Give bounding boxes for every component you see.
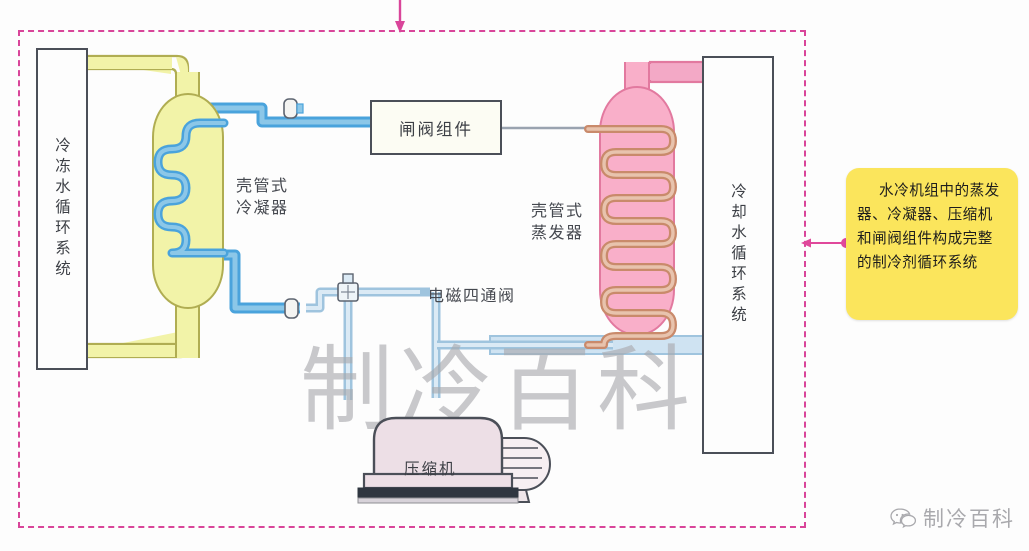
brand-watermark: 制冷百科: [890, 503, 1015, 533]
chilled-water-label: 冷冻水循环系统: [53, 137, 71, 281]
callout-text: 水冷机组中的蒸发器、冷凝器、压缩机和闸阀组件构成完整的制冷剂循环系统: [857, 182, 1000, 271]
wechat-icon: [890, 508, 917, 529]
evaporator-label: 壳管式 蒸发器: [531, 201, 584, 242]
four-way-valve-label: 电磁四通阀: [428, 286, 516, 305]
condenser-label: 壳管式 冷凝器: [236, 176, 289, 217]
refrigerant-cycle-enclosure: [18, 30, 806, 528]
chilled-water-system-box[interactable]: 冷冻水循环系统: [36, 48, 88, 370]
chilled-water-label-wrap: 冷冻水循环系统: [38, 50, 86, 368]
brand-watermark-text: 制冷百科: [923, 507, 1015, 531]
four-way-valve-symbol: [337, 273, 359, 302]
compressor-label: 压缩机: [404, 460, 457, 478]
gate-valve-fitting-upper: [283, 98, 304, 119]
cooling-water-system-box[interactable]: 冷却水循环系统: [702, 56, 774, 454]
gate-valve-fitting-lower: [284, 298, 299, 319]
condenser-coil: [153, 118, 229, 258]
compressor[interactable]: [352, 370, 552, 510]
compressor-outlet-line: [431, 292, 613, 398]
refrigerant-discharge-line: [197, 102, 370, 128]
gate-valve-assembly-box[interactable]: 闸阀组件: [370, 100, 502, 155]
callout-box[interactable]: 水冷机组中的蒸发器、冷凝器、压缩机和闸阀组件构成完整的制冷剂循环系统: [846, 168, 1018, 320]
callout-leader-line: [801, 238, 851, 248]
condenser-bottom-neck: [175, 300, 200, 358]
cooling-water-label-wrap: 冷却水循环系统: [704, 58, 772, 452]
top-pointer-arrow: [395, 0, 405, 33]
cooling-water-label: 冷却水循环系统: [729, 183, 747, 327]
evaporator-coil: [584, 125, 677, 349]
gate-valve-assembly-label: 闸阀组件: [399, 119, 473, 139]
